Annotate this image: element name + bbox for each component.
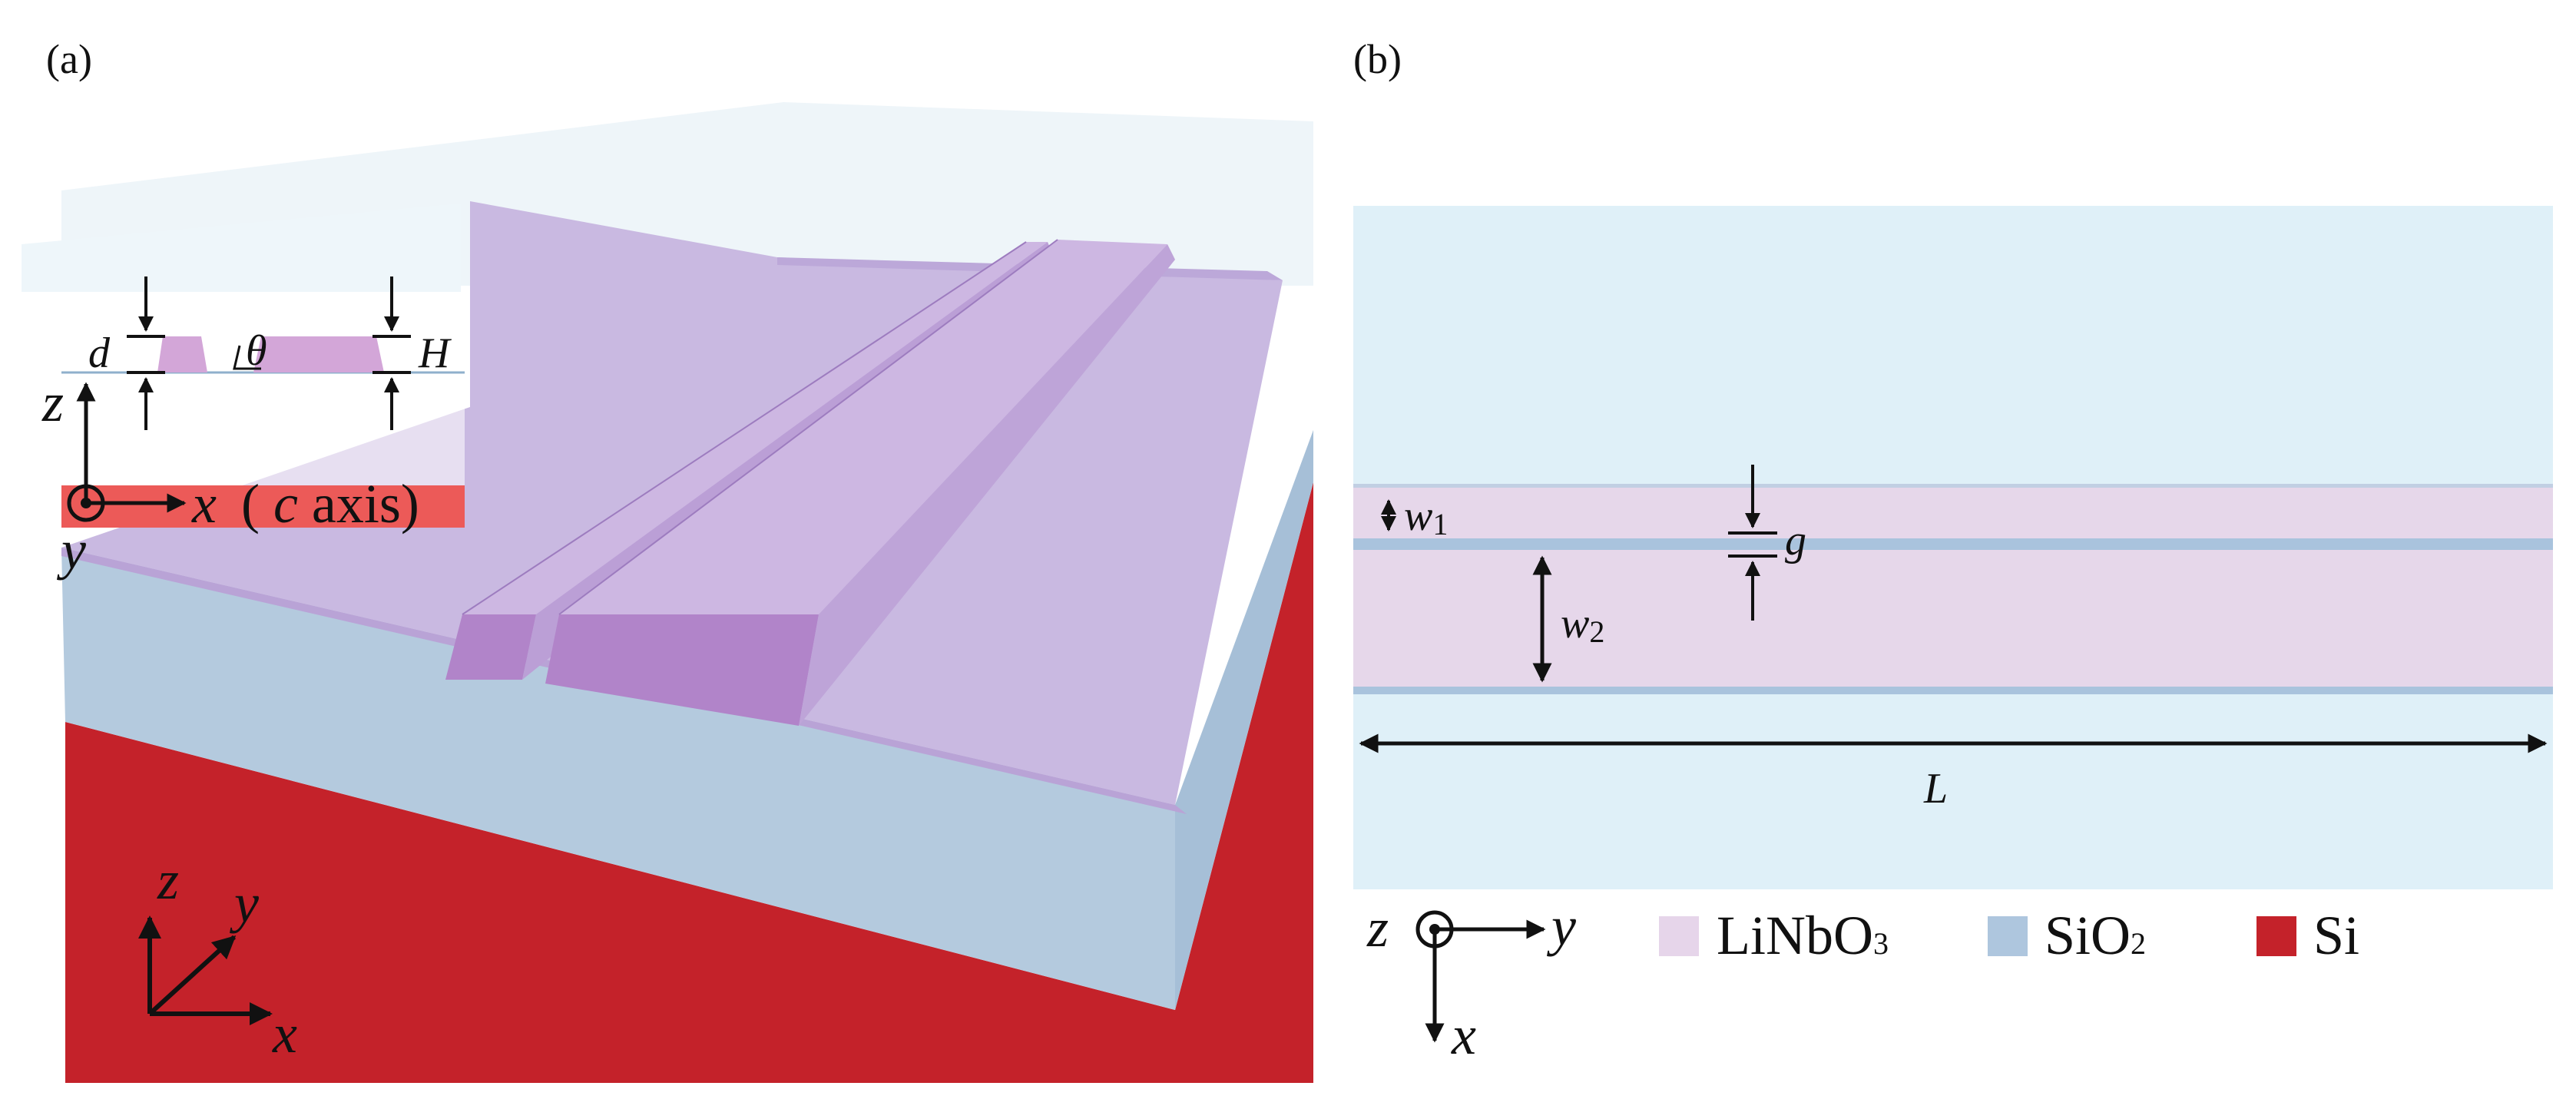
panel-a: (a) — [22, 36, 1313, 1083]
inset-ridge-wide — [253, 336, 384, 372]
legend: LiNbO3 SiO2 Si — [1659, 905, 2359, 966]
axis3d-x-label: x — [272, 1003, 297, 1064]
panel-b: (b) w1 g w2 L z — [1353, 36, 2553, 1066]
ridge-edge-line-2 — [558, 239, 1058, 615]
dim-w2-letter: w — [1561, 600, 1589, 647]
dim-w1-letter: w — [1404, 492, 1432, 540]
silica-layer — [61, 430, 1313, 1010]
inset-axis-x-label: x — [191, 473, 217, 535]
dim-w1-label: w1 — [1404, 492, 1448, 541]
panel-label-b: (b) — [1353, 36, 1402, 82]
dim-L-label: L — [1923, 765, 1948, 813]
legend-swatch-si — [2256, 916, 2296, 956]
ridge-edge-line — [462, 241, 1027, 615]
ridge-wide-side — [799, 244, 1175, 726]
legend-si-base: Si — [2313, 905, 2359, 966]
dim-g-label: g — [1785, 517, 1806, 564]
panel-label-a: (a) — [46, 36, 92, 82]
axis2d-x-label: x — [1451, 1005, 1476, 1066]
axes-3d: z y x — [138, 849, 297, 1064]
legend-label-sio2: SiO2 — [2045, 905, 2146, 966]
silica-right-face — [1175, 430, 1313, 1010]
waveguide-w2-strip — [1353, 550, 2553, 687]
silicon-substrate — [65, 482, 1313, 1083]
legend-swatch-sio2 — [1988, 916, 2028, 956]
dim-d-label: d — [88, 329, 111, 377]
cross-section-inset: d θ H z y x ( c axis) — [41, 276, 465, 581]
ridge-narrow-front — [445, 614, 536, 680]
axis3d-z-label: z — [157, 849, 179, 911]
inset-substrate-strip — [61, 485, 465, 528]
dim-theta-label: θ — [246, 327, 267, 375]
ridge-narrow-top — [462, 242, 1048, 614]
inset-axis-note-open: ( — [241, 473, 260, 535]
waveguide-w1-top-edge — [1353, 484, 2553, 488]
dim-w2-label: w2 — [1561, 600, 1604, 649]
inset-axis-note-c: c — [273, 473, 298, 535]
dim-w2-sub: 2 — [1589, 614, 1604, 649]
gap-strip — [1353, 538, 2553, 550]
waveguide-ridge-wide — [545, 240, 1175, 726]
legend-sio2-base: SiO — [2045, 905, 2131, 966]
axes-2d: z y x — [1366, 896, 1576, 1066]
theta-angle-mark — [233, 345, 261, 370]
axis2d-y-label: y — [1546, 896, 1576, 957]
axis3d-y-label: y — [229, 872, 259, 934]
legend-label-si: Si — [2313, 905, 2359, 966]
inset-axis-z-label: z — [41, 372, 64, 433]
ridge-wide-top — [559, 240, 1167, 614]
inset-axis-note-rest: axis) — [312, 473, 419, 535]
waveguide-w2-bottom-edge — [1353, 687, 2553, 694]
axis3d-y-arrow — [147, 935, 237, 1016]
inset-axis-x-caption: x ( c axis) — [191, 473, 419, 535]
legend-sio2-sub: 2 — [2131, 926, 2146, 961]
dim-H-label: H — [418, 329, 452, 377]
ridge-wide-front — [545, 614, 819, 726]
dim-w1-sub: 1 — [1432, 507, 1448, 541]
legend-label-linbo3: LiNbO3 — [1717, 905, 1889, 966]
inset-cladding — [65, 372, 465, 488]
legend-linbo3-base: LiNbO — [1717, 905, 1873, 966]
cladding-left-face — [22, 204, 461, 292]
axis2d-z-label: z — [1366, 897, 1389, 958]
legend-linbo3-sub: 3 — [1873, 926, 1889, 961]
inset-axis-y-label: y — [56, 519, 86, 581]
waveguide-w1-strip — [1353, 486, 2553, 538]
inset-ridge-narrow — [157, 336, 207, 372]
legend-swatch-linbo3 — [1659, 916, 1699, 956]
